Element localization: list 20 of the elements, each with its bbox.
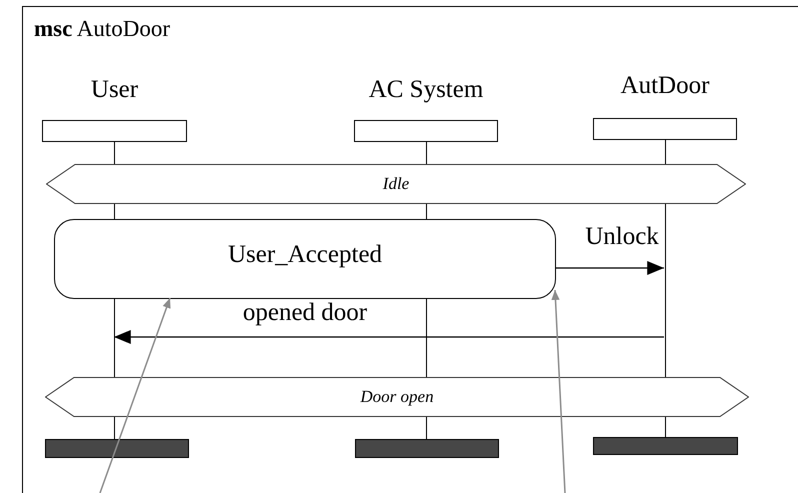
instance-name: AutDoor: [620, 73, 710, 98]
message-arrow: [114, 330, 664, 344]
condition-name: Door open: [360, 386, 434, 408]
condition-name: Idle: [382, 173, 410, 196]
pointer-arrow: [99, 298, 171, 493]
condition-hexagon: [45, 377, 749, 417]
condition-hexagon: [46, 164, 746, 204]
instance-name: User: [90, 77, 138, 102]
message-arrow: [555, 261, 664, 275]
instance-end-bar: [593, 437, 738, 455]
message-label: Unlock: [584, 224, 660, 249]
instance-name: AC System: [368, 77, 484, 102]
message-label: opened door: [242, 300, 368, 325]
frame-title: msc AutoDoor: [34, 17, 170, 40]
instance-end-bar: [45, 439, 189, 458]
instance-end-bar: [355, 439, 499, 458]
reference-box: [54, 219, 556, 299]
pointer-arrow: [551, 290, 566, 493]
msc-frame: [22, 6, 798, 493]
reference-name: User_Accepted: [228, 240, 382, 270]
